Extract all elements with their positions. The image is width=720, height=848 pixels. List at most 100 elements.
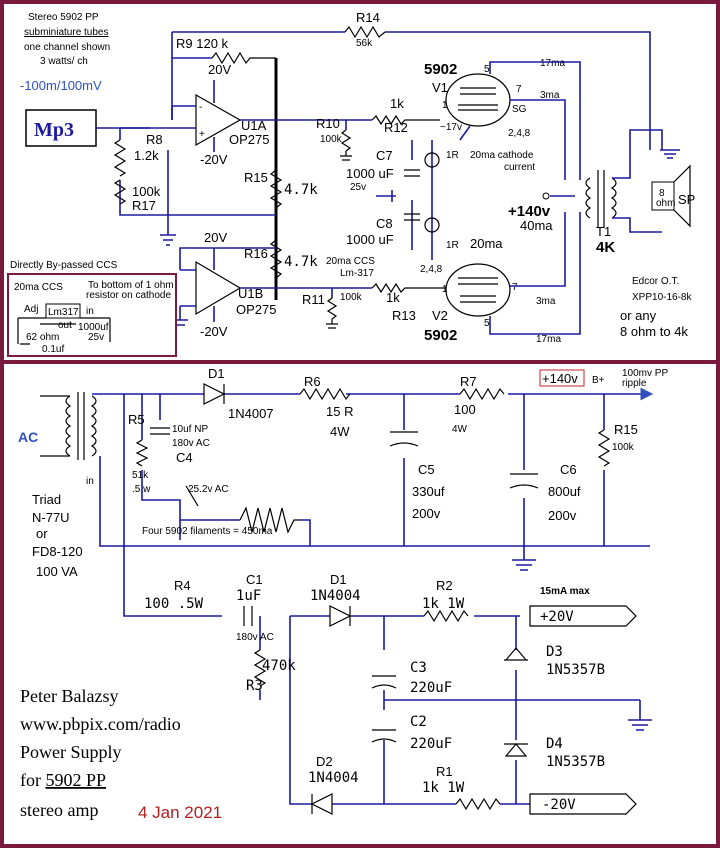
d4-type: 1N5357B [546, 754, 605, 770]
r16-value: 4.7k [284, 254, 318, 270]
r15-value: 4.7k [284, 182, 318, 198]
r15b-value: 100k [612, 442, 635, 453]
v1-label: V1 [432, 80, 448, 95]
r14-resistor [344, 25, 386, 39]
ccs-box-note2: resistor on cathode [86, 290, 171, 301]
r17-value: 100k [132, 184, 161, 199]
ccs-box-note1: To bottom of 1 ohm [88, 280, 174, 291]
b-plus-box [539, 369, 585, 387]
ot-line1: Edcor O.T. [632, 276, 679, 287]
u1a-opamp [195, 93, 242, 147]
c4-label: C4 [176, 450, 193, 465]
transformer-2: N-77U [32, 510, 70, 525]
r11-value: 100k [340, 292, 363, 303]
b-plus-volt: +140v [542, 371, 578, 386]
speaker-value: 8 [659, 188, 665, 199]
d2-type: 1N4004 [308, 770, 359, 786]
v2-pin7: 7 [512, 282, 518, 293]
c6-volt: 200v [548, 508, 577, 523]
v2-pin5: 5 [484, 318, 490, 329]
ripple-2: ripple [622, 378, 647, 389]
d1b-type: 1N4004 [310, 588, 361, 604]
v2-20ma: 20ma [470, 236, 503, 251]
mains-transformer [65, 392, 97, 460]
u1b-type: OP275 [236, 302, 276, 317]
v1-1r: 1R [446, 150, 459, 161]
t1-label: T1 [596, 224, 611, 239]
ccs-box-out: out [58, 320, 72, 331]
u1a-label: U1A [241, 118, 267, 133]
credit-date: 4 Jan 2021 [138, 803, 222, 822]
ripple-1: 100mv PP [622, 368, 668, 379]
speaker-box [651, 181, 675, 211]
c2-label: C2 [410, 714, 427, 730]
r2-label: R2 [436, 578, 453, 593]
r11-label: R11 [302, 292, 325, 307]
r7-label: R7 [460, 374, 477, 389]
credits: Peter Balazsy www.pbpix.com/radio Power … [20, 686, 222, 822]
r15b-label: R15 [614, 422, 638, 437]
transformer-in: in [86, 476, 94, 487]
v1-tube [445, 73, 511, 127]
d1b-label: D1 [330, 572, 347, 587]
v2-pins248: 2,4,8 [420, 264, 443, 275]
power-supply-section: AC in Triad N-77U or FD8-120 100 VA D1 1… [18, 366, 668, 815]
output-transformer [585, 170, 617, 228]
c4-volt: 180v AC [172, 438, 210, 449]
credit-line3: Power Supply [20, 742, 122, 762]
u1b-vpos: 20V [204, 230, 227, 245]
u1a-type: OP275 [229, 132, 269, 147]
u1a-vpos: 20V [208, 62, 231, 77]
c2-capacitor [371, 729, 397, 743]
ot-line4: 8 ohm to 4k [620, 324, 688, 339]
filament-volt: 25.2v AC [188, 484, 229, 495]
ot-line3: or any [620, 308, 657, 323]
transformer-4: FD8-120 [32, 544, 83, 559]
c2-value: 220uF [410, 736, 452, 752]
v2-tube [445, 263, 511, 317]
r1-value: 1k 1W [422, 780, 465, 796]
c7-value: 1000 uF [346, 166, 394, 181]
v1-type: 5902 [424, 61, 457, 78]
d4-label: D4 [546, 736, 563, 752]
u1b-vneg: -20V [200, 324, 228, 339]
ccs-box-current: 20ma CCS [14, 282, 63, 293]
svg-text:-: - [199, 102, 202, 113]
r10-label: R10 [316, 116, 340, 131]
mp3-source-box [25, 109, 97, 147]
r12-label: R12 [384, 120, 408, 135]
ccs-box-cap: 1000uf [78, 322, 109, 333]
v1-pin7: 7 [516, 84, 522, 95]
d2-diode [310, 793, 333, 815]
plus20v-label: +20V [540, 609, 574, 625]
ccs-box [7, 273, 177, 357]
b-plus-label: B+ [592, 375, 605, 386]
r7-watt: 4W [452, 424, 468, 435]
lm317-ic [45, 303, 81, 319]
c6-value: 800uf [548, 484, 581, 499]
c1-label: C1 [246, 572, 263, 587]
speaker-label: SP [678, 192, 695, 207]
c6-label: C6 [560, 462, 577, 477]
c4-value: 10uf NP [172, 424, 208, 435]
mp3-label: Mp3 [34, 119, 74, 141]
r3-label: R3 [246, 678, 263, 694]
r17-label: R17 [132, 198, 156, 213]
r12-value: 1k [390, 96, 404, 111]
d1-type: 1N4007 [228, 406, 274, 421]
d1-diode [203, 383, 226, 405]
speaker-unit: ohm [656, 198, 675, 209]
r15-label: R15 [244, 170, 268, 185]
c1-volt: 180v AC [236, 632, 274, 643]
r13-value: 1k [386, 290, 400, 305]
plus140v-current: 40ma [520, 218, 553, 233]
c8-label: C8 [376, 216, 393, 231]
r14-value: 56k [356, 38, 373, 49]
c5-value: 330uf [412, 484, 445, 499]
v1-volt: ~17v [440, 122, 462, 133]
header-line3: one channel shown [24, 42, 110, 53]
schematic-canvas: Stereo 5902 PP subminiature tubes one ch… [4, 10, 716, 822]
credit-line4: for 5902 PP [20, 770, 106, 790]
plus20v-port [529, 605, 637, 627]
d4-zener [504, 743, 528, 757]
